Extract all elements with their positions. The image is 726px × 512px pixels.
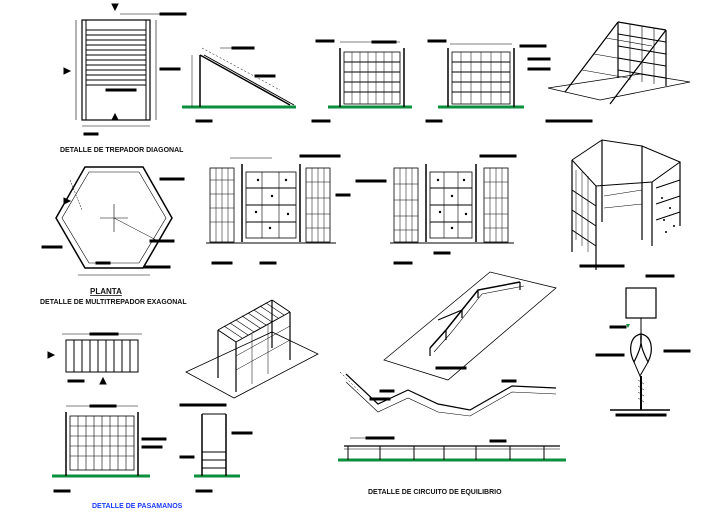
climbing-wall-elevation-1 [311,39,412,123]
multitrepador-elevation-1 [206,154,351,265]
caption-planta: PLANTA [90,287,122,296]
pasamanos-isometric [179,299,319,407]
trepador-side-view [182,46,296,123]
trepador-front-elevation [63,3,187,136]
caption-pasamanos: DETALLE DE PASAMANOS [92,503,183,510]
climbing-wall-elevation-2 [425,39,551,123]
trepador-isometric [545,21,691,123]
equilibrio-plan-isometric [383,271,557,381]
caption-circuito-equilibrio: DETALLE DE CIRCUITO DE EQUILIBRIO [368,489,502,496]
caption-trepador-diagonal: DETALLE DE TREPADOR DIAGONAL [60,147,184,154]
multitrepador-elevation-2 [355,154,517,265]
rope-post-detail [595,274,691,417]
multitrepador-isometric [571,139,682,270]
pasamanos-plan [47,332,142,385]
caption-multitrepador-exagonal: DETALLE DE MULTITREPADOR EXAGONAL [40,299,187,306]
equilibrio-elevation [338,436,566,462]
equilibrio-plan [339,371,557,417]
pasamanos-side [179,413,253,493]
hexagon-plan [41,166,185,276]
pasamanos-elevation [52,404,167,493]
